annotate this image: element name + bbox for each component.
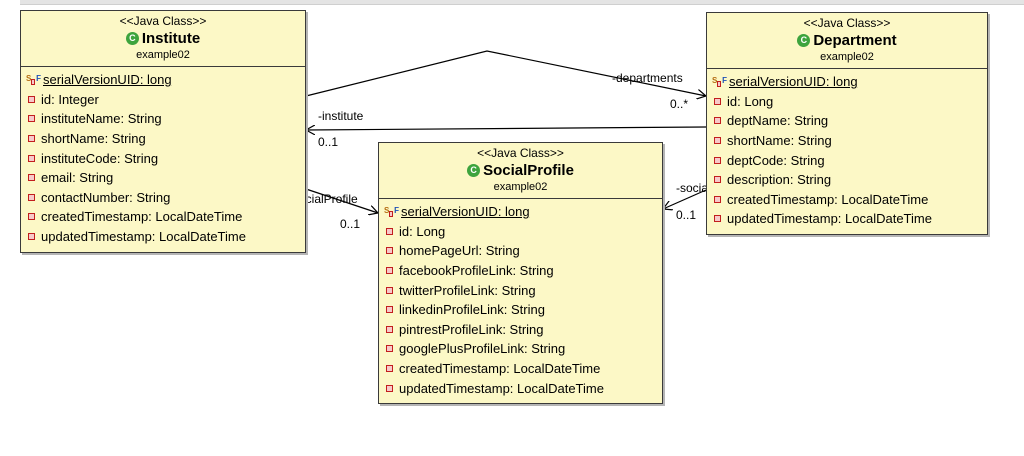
- attribute-row[interactable]: createdTimestamp: LocalDateTime: [379, 359, 662, 379]
- departments-multiplicity-label: 0..*: [670, 97, 689, 111]
- attribute-row[interactable]: id: Long: [707, 92, 987, 112]
- private-field-icon: [28, 135, 35, 143]
- attribute-row[interactable]: homePageUrl: String: [379, 241, 662, 261]
- class-header: <<Java Class>> C Department example02: [707, 13, 987, 69]
- stereotype-label: <<Java Class>>: [119, 14, 207, 28]
- private-field-icon: [28, 154, 35, 162]
- class-socialprofile[interactable]: <<Java Class>> C SocialProfile example02…: [378, 142, 663, 404]
- class-header: <<Java Class>> C Institute example02: [21, 11, 305, 67]
- institute-socialprofile-multiplicity-label: 0..1: [340, 217, 361, 231]
- attribute-row[interactable]: id: Long: [379, 222, 662, 242]
- private-field-icon: [714, 137, 721, 145]
- package-label: example02: [493, 181, 548, 193]
- department-socialprofile-multiplicity-label: 0..1: [676, 208, 697, 222]
- attribute-row[interactable]: shortName: String: [21, 129, 305, 149]
- attribute-row[interactable]: linkedinProfileLink: String: [379, 300, 662, 320]
- attribute-row[interactable]: createdTimestamp: LocalDateTime: [707, 190, 987, 210]
- institute-multiplicity-label: 0..1: [318, 135, 339, 149]
- class-name: Institute: [141, 30, 201, 47]
- private-field-icon: [386, 345, 393, 353]
- stereotype-label: <<Java Class>>: [477, 146, 564, 160]
- private-field-icon: [28, 193, 35, 201]
- attribute-row[interactable]: deptCode: String: [707, 150, 987, 170]
- private-field-icon: [386, 286, 393, 294]
- institute-socialprofile-role-label: -socialProfile: [289, 192, 358, 206]
- private-field-icon: [386, 365, 393, 373]
- class-name: SocialProfile: [483, 162, 574, 179]
- attribute-row[interactable]: id: Integer: [21, 90, 305, 110]
- private-field-icon: [386, 227, 393, 235]
- window-top-edge: [20, 0, 1024, 5]
- private-field-icon: [714, 117, 721, 125]
- private-field-icon: [386, 306, 393, 314]
- attribute-row[interactable]: instituteCode: String: [21, 148, 305, 168]
- package-label: example02: [820, 51, 874, 63]
- private-field-icon: [714, 156, 721, 164]
- attribute-row[interactable]: updatedTimestamp: LocalDateTime: [21, 227, 305, 247]
- private-field-icon: [386, 247, 393, 255]
- class-name: Department: [813, 32, 897, 49]
- private-field-icon: [714, 215, 721, 223]
- attribute-row[interactable]: shortName: String: [707, 131, 987, 151]
- stereotype-label: <<Java Class>>: [803, 16, 891, 30]
- private-field-icon: [28, 213, 35, 221]
- private-field-icon: [714, 97, 721, 105]
- attribute-row[interactable]: pintrestProfileLink: String: [379, 320, 662, 340]
- private-field-icon: [714, 176, 721, 184]
- private-field-icon: [714, 195, 721, 203]
- private-field-icon: [28, 95, 35, 103]
- attribute-row[interactable]: updatedTimestamp: LocalDateTime: [379, 378, 662, 398]
- private-field-icon: [386, 384, 393, 392]
- attribute-row[interactable]: contactNumber: String: [21, 188, 305, 208]
- institute-link: [306, 127, 707, 130]
- departments-role-label: -departments: [612, 71, 683, 85]
- attribute-row[interactable]: createdTimestamp: LocalDateTime: [21, 207, 305, 227]
- attribute-row[interactable]: deptName: String: [707, 111, 987, 131]
- class-header: <<Java Class>> C SocialProfile example02: [379, 143, 662, 199]
- attribute-row[interactable]: updatedTimestamp: LocalDateTime: [707, 209, 987, 229]
- attribute-row[interactable]: twitterProfileLink: String: [379, 280, 662, 300]
- private-field-icon: [386, 325, 393, 333]
- class-icon: C: [797, 34, 811, 47]
- attribute-row[interactable]: instituteName: String: [21, 109, 305, 129]
- private-field-icon: [28, 115, 35, 123]
- package-label: example02: [136, 49, 190, 61]
- class-icon: C: [125, 32, 139, 45]
- private-field-icon: [386, 267, 393, 275]
- attribute-row[interactable]: googlePlusProfileLink: String: [379, 339, 662, 359]
- attribute-row[interactable]: email: String: [21, 168, 305, 188]
- class-icon: C: [467, 164, 481, 177]
- attribute-row[interactable]: facebookProfileLink: String: [379, 261, 662, 281]
- attribute-row[interactable]: description: String: [707, 170, 987, 190]
- private-field-icon: [28, 233, 35, 241]
- institute-role-label: -institute: [318, 109, 364, 123]
- private-field-icon: [28, 174, 35, 182]
